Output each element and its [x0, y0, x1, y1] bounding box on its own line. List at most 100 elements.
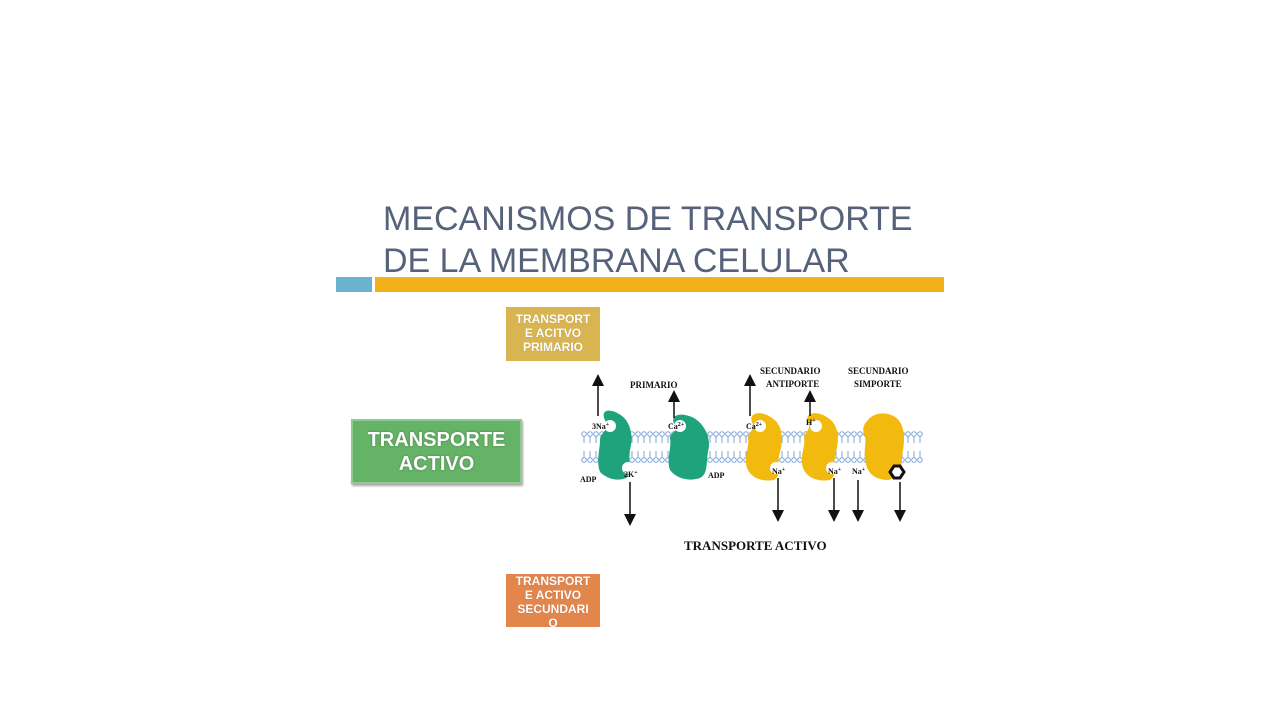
lipid-head	[653, 431, 659, 437]
accent-bar-blue	[336, 277, 372, 292]
ion-label-na-antiport-1: Na+	[772, 467, 786, 476]
lipid-head	[779, 457, 785, 463]
label-antiporte-line-1: SECUNDARIO	[760, 366, 821, 376]
secondary-transport-box: TRANSPORT E ACTIVO SECUNDARI O	[506, 574, 600, 627]
lipid-head	[719, 431, 725, 437]
lipid-head	[911, 457, 917, 463]
ion-label-ca-antiport: Ca2+	[746, 422, 763, 431]
lipid-head	[791, 457, 797, 463]
slide-title-line-2: DE LA MEMBRANA CELULAR	[383, 242, 850, 280]
active-box-line-1: TRANSPORTE	[367, 429, 506, 451]
diagram-caption: TRANSPORTE ACTIVO	[684, 538, 827, 553]
ion-na-antiport-2: Na	[828, 467, 838, 476]
slide-title: MECANISMOS DE TRANSPORTE DE LA MEMBRANA …	[383, 198, 983, 282]
lipid-head	[791, 431, 797, 437]
binding-site-k	[622, 462, 634, 474]
lipid-head	[905, 457, 911, 463]
binding-site-ca	[674, 420, 686, 432]
ion-h: H	[806, 418, 813, 427]
lipid-head	[725, 431, 731, 437]
ion-label-2k: 2K+	[624, 470, 638, 479]
label-antiporte-line-2: ANTIPORTE	[766, 379, 819, 389]
binding-site-h	[810, 420, 822, 432]
active-transport-box: TRANSPORTE ACTIVO	[351, 419, 522, 484]
lipid-head	[641, 431, 647, 437]
lipid-head	[851, 457, 857, 463]
lipid-head	[731, 431, 737, 437]
lipid-head	[905, 431, 911, 437]
lipid-head	[707, 431, 713, 437]
ion-2k-charge: +	[634, 470, 638, 476]
lipid-head	[917, 457, 923, 463]
ion-ca-antiport: Ca	[746, 422, 756, 431]
lipid-head	[635, 431, 641, 437]
adp-label-1: ADP	[580, 475, 597, 484]
secondary-box-line-4: O	[548, 616, 558, 627]
ion-ca-antiport-charge: 2+	[756, 422, 763, 428]
lipid-head	[653, 457, 659, 463]
binding-site-na	[604, 420, 616, 432]
ion-3na-charge: +	[606, 422, 610, 428]
accent-bar-gold	[375, 277, 944, 292]
binding-site-na-antiport	[770, 462, 782, 474]
lipid-head	[737, 457, 743, 463]
ion-label-ca-primary: Ca2+	[668, 422, 685, 431]
ion-na-symport: Na	[852, 467, 862, 476]
ion-na-antiport-1-charge: +	[782, 467, 786, 473]
lipid-head	[797, 431, 803, 437]
lipid-head	[593, 431, 599, 437]
primary-box-line-3: PRIMARIO	[523, 340, 583, 354]
lipid-head	[917, 431, 923, 437]
ion-label-na-antiport-2: Na+	[828, 467, 842, 476]
active-box-line-2: ACTIVO	[398, 453, 475, 475]
lipid-head	[737, 431, 743, 437]
ion-h-charge: +	[812, 418, 816, 424]
secondary-box-line-3: SECUNDARI	[517, 602, 589, 616]
lipid-head	[785, 457, 791, 463]
lipid-head	[851, 431, 857, 437]
lipid-head	[713, 457, 719, 463]
ion-na-symport-charge: +	[862, 467, 866, 473]
secondary-box-line-1: TRANSPORT	[515, 574, 591, 588]
binding-site-ca-antiport	[754, 420, 766, 432]
label-simporte-line-1: SECUNDARIO	[848, 366, 909, 376]
ion-2k: 2K	[624, 470, 635, 479]
label-primario: PRIMARIO	[630, 380, 678, 390]
active-transport-diagram: PRIMARIO SECUNDARIO ANTIPORTE SECUNDARIO…	[580, 366, 923, 553]
lipid-head	[797, 457, 803, 463]
lipid-head	[647, 457, 653, 463]
binding-site-na-antiport-2	[826, 462, 838, 474]
ion-ca-primary-charge: 2+	[678, 422, 685, 428]
lipid-head	[587, 457, 593, 463]
lipid-head	[581, 431, 587, 437]
lipid-head	[629, 457, 635, 463]
lipid-head	[845, 431, 851, 437]
slide-title-line-1: MECANISMOS DE TRANSPORTE	[383, 200, 913, 238]
ion-na-antiport-2-charge: +	[838, 467, 842, 473]
lipid-head	[647, 431, 653, 437]
lipid-head	[725, 457, 731, 463]
lipid-head	[743, 431, 749, 437]
primary-box-line-2: E ACITVO	[524, 326, 582, 340]
lipid-head	[635, 457, 641, 463]
lipid-head	[839, 457, 845, 463]
lipid-head	[719, 457, 725, 463]
label-simporte-line-2: SIMPORTE	[854, 379, 902, 389]
symport-protein-na	[863, 413, 904, 480]
lipid-head	[581, 457, 587, 463]
ion-ca-primary: Ca	[668, 422, 678, 431]
lipid-head	[587, 431, 593, 437]
ion-label-h: H+	[806, 418, 816, 427]
lipid-head	[845, 457, 851, 463]
secondary-box-line-2: E ACTIVO	[524, 588, 582, 602]
lipid-head	[659, 457, 665, 463]
lipid-head	[785, 431, 791, 437]
lipid-head	[593, 457, 599, 463]
lipid-head	[659, 431, 665, 437]
lipid-head	[857, 457, 863, 463]
lipid-head	[857, 431, 863, 437]
lipid-head	[641, 457, 647, 463]
lipid-head	[839, 431, 845, 437]
lipid-head	[731, 457, 737, 463]
ion-label-3na: 3Na+	[592, 422, 610, 431]
